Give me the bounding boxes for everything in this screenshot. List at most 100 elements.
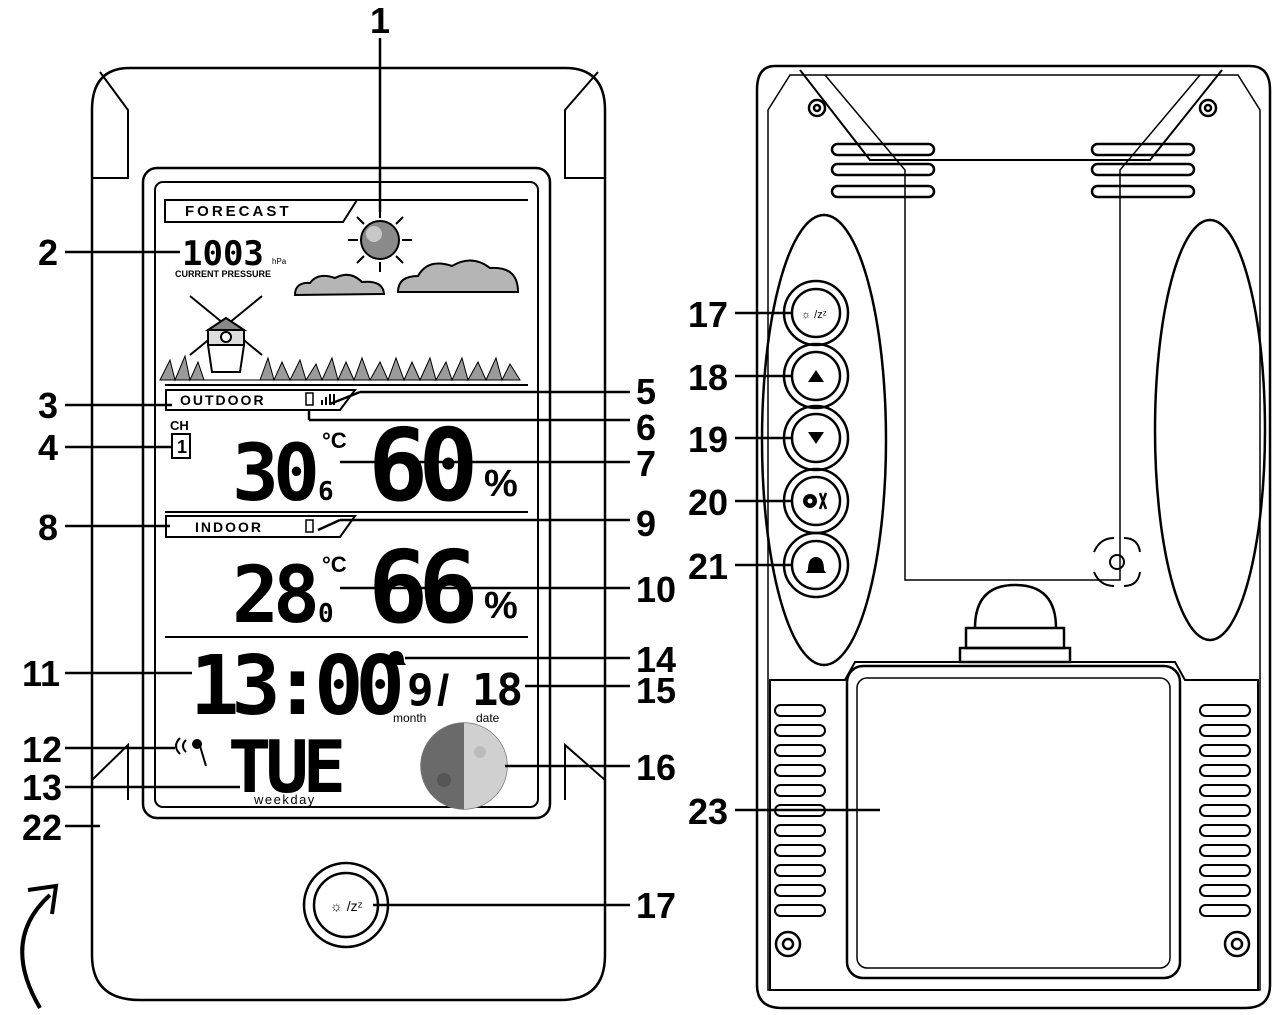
callout-18: 18: [688, 357, 728, 398]
vent-top-right-2: [1090, 162, 1196, 177]
vent-top-right-1: [1090, 142, 1196, 157]
front-view: [90, 66, 607, 1002]
lcd-bezel: [141, 166, 552, 820]
outdoor-label: OUTDOOR: [180, 392, 266, 408]
back-callout-lines: [735, 311, 880, 812]
channel-label: CH: [170, 418, 189, 433]
outdoor-humidity-unit: %: [484, 463, 518, 505]
callout-11: 11: [22, 653, 60, 694]
right-side-panel: [1153, 218, 1267, 642]
indoor-banner: [165, 515, 357, 538]
screw-bottom-right: [1223, 930, 1251, 958]
back-housing: [755, 64, 1272, 1010]
callout-1: 1: [370, 0, 390, 41]
back-housing-inner: [767, 74, 1261, 991]
vent-top-left-2: [830, 162, 936, 177]
callout-7: 7: [636, 443, 656, 484]
screw-top-left: [807, 98, 827, 118]
weekday-caption: weekday: [253, 792, 316, 807]
large-cloud-icon: [396, 259, 520, 293]
pressure-caption: CURRENT PRESSURE: [175, 269, 271, 279]
front-callout-lines: [65, 38, 630, 907]
radio-signal-icon: [175, 737, 207, 767]
callout-9: 9: [636, 503, 656, 544]
callout-22: 22: [22, 807, 62, 848]
outdoor-temp-int: 30: [232, 429, 316, 519]
callout-6: 6: [636, 407, 656, 448]
right-side-vents: [1199, 704, 1251, 917]
callout-17-front: 17: [636, 885, 676, 926]
callout-10: 10: [636, 569, 676, 610]
windmill-icon: [189, 295, 263, 373]
callout-5: 5: [636, 371, 656, 412]
rotate-arrow-icon: [20, 883, 59, 1010]
callout-19: 19: [688, 419, 728, 460]
callout-17-back: 17: [688, 294, 728, 335]
small-cloud-icon: [293, 273, 386, 297]
forecast-banner: [164, 199, 359, 223]
battery-cover-inner: [856, 677, 1171, 969]
screw-bottom-left: [774, 930, 802, 958]
indoor-temp-int: 28: [232, 551, 316, 641]
lcd-screen: [154, 181, 539, 808]
callout-15: 15: [636, 670, 676, 711]
clock-time: 13:00: [190, 639, 400, 734]
channel-value: 1: [177, 437, 187, 457]
date-day: 18: [472, 665, 521, 716]
indoor-temp-dec: 0: [318, 599, 334, 629]
grass-strip: [159, 354, 521, 382]
alarm-bell-icon: [386, 651, 406, 665]
outdoor-temp-dec: 6: [318, 477, 334, 507]
front-callout-numbers: 1 2 3 5 4 6 7 8 9 10 11 14 15 12 16 13 2…: [22, 0, 676, 926]
back-view: [755, 64, 1272, 1010]
latch-top: [964, 626, 1066, 650]
front-housing-inner-left: [92, 71, 129, 179]
moon-phase-icon: [420, 722, 508, 810]
front-lower-left-edge: [91, 742, 129, 800]
callout-21: 21: [688, 546, 728, 587]
back-callout-numbers: 17 18 19 20 21 23: [688, 294, 728, 832]
up-arrow-icon: [808, 370, 824, 382]
front-lower-right-edge: [564, 742, 606, 800]
indoor-temp-unit: °C: [322, 552, 347, 577]
vent-top-left-3: [830, 184, 936, 199]
back-light-button-label: ☼ /zᶻ: [801, 309, 827, 321]
front-housing: [90, 66, 607, 1002]
gear-wrench-icon: [803, 492, 828, 510]
sun-icon: [348, 208, 412, 272]
latch-base: [958, 646, 1072, 664]
callout-2: 2: [38, 232, 58, 273]
weekday: TUE: [228, 725, 342, 809]
date-month: 9: [407, 665, 434, 716]
outdoor-humidity: 60: [368, 407, 473, 524]
date-caption: date: [476, 711, 500, 725]
forecast-label: FORECAST: [185, 203, 292, 220]
down-arrow-icon: [808, 432, 824, 444]
hanging-hook: [973, 583, 1058, 629]
front-light-button-label: ☼ /zᶻ: [330, 898, 363, 914]
callout-16: 16: [636, 747, 676, 788]
left-button-panel: [760, 213, 888, 667]
outdoor-temp-unit: °C: [322, 428, 347, 453]
lcd-content: FORECAST 1003 hPa CURRENT PRESSURE: [159, 199, 528, 914]
month-caption: month: [393, 711, 426, 725]
callout-13: 13: [22, 767, 62, 808]
battery-cover[interactable]: [845, 664, 1182, 980]
callout-3: 3: [38, 385, 58, 426]
back-stand-panel: [824, 74, 1201, 581]
outdoor-battery-icon: [305, 392, 314, 406]
bell-icon: [806, 557, 826, 573]
signal-strength-icon: [321, 394, 335, 405]
battery-cover-outer: [769, 661, 1259, 991]
callout-14: 14: [636, 639, 676, 680]
indoor-battery-icon: [305, 519, 314, 533]
front-housing-inner-right: [564, 71, 605, 179]
vent-top-left-1: [830, 142, 936, 157]
callout-4: 4: [38, 427, 58, 468]
outdoor-banner: [165, 389, 357, 411]
indoor-humidity-unit: %: [484, 585, 518, 627]
back-button-glyphs: ☼ /zᶻ: [801, 309, 828, 573]
left-side-vents: [774, 704, 826, 917]
callout-20: 20: [688, 482, 728, 523]
